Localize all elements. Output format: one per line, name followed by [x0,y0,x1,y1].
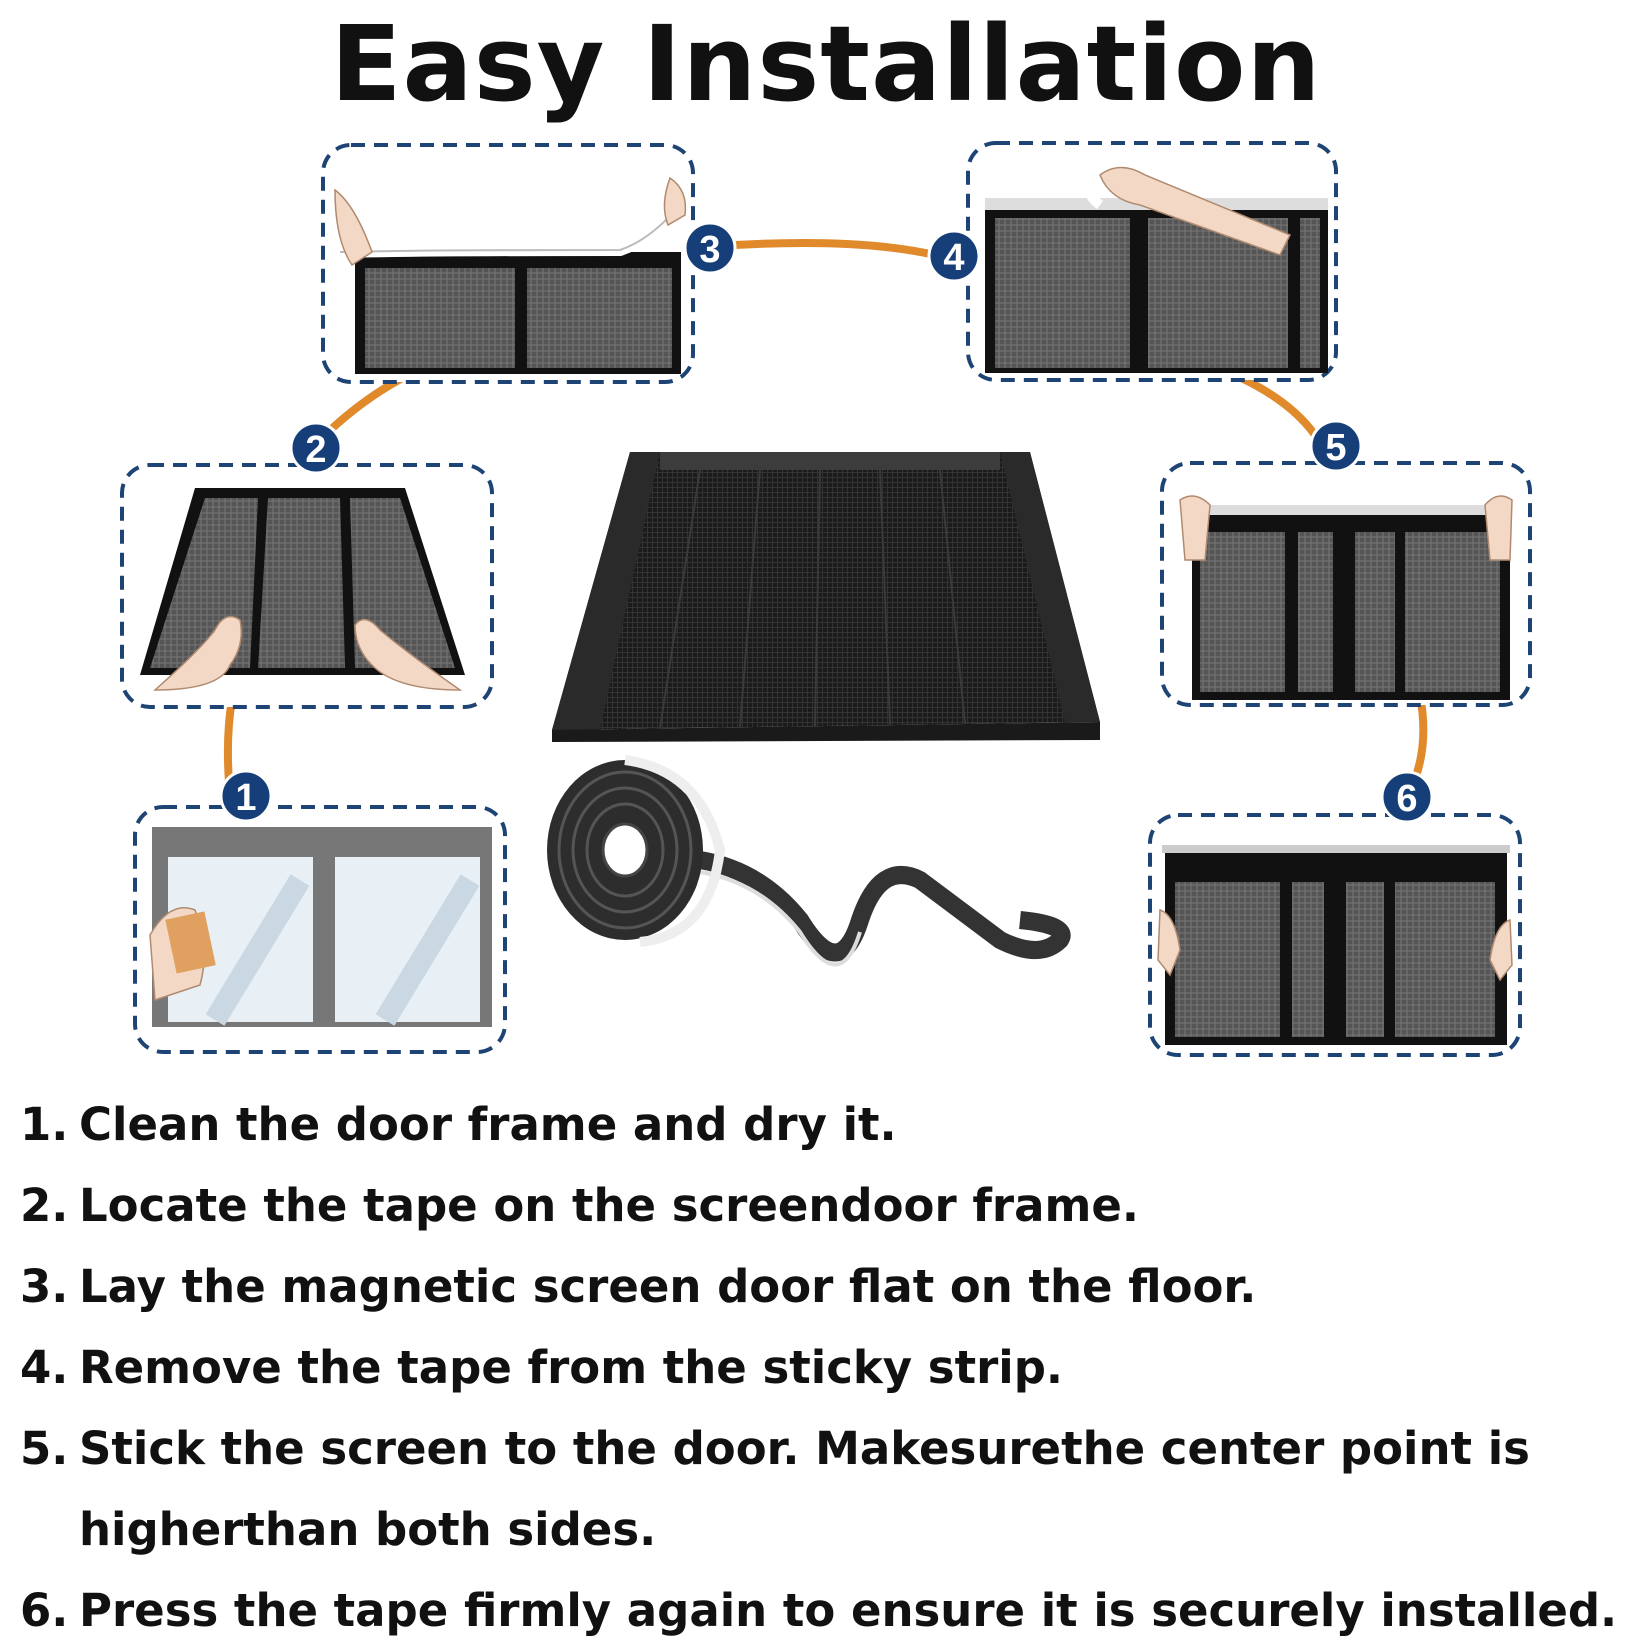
instruction-step-3: 3. Lay the magnetic screen door flat on … [20,1246,1619,1327]
panel-step-4 [966,141,1338,382]
step-badge-4: 4 [927,229,981,283]
step-number: 3. [20,1260,69,1313]
hand-icon [1179,495,1211,561]
step-badge-2: 2 [289,421,343,475]
arm-icon [1099,166,1292,256]
hand-icon [354,618,463,691]
step-number: 2. [20,1179,69,1232]
cloth-icon [165,911,216,974]
hand-icon [1489,918,1513,982]
badge-label: 6 [1396,778,1417,820]
step-text: Clean the door frame and dry it. [79,1098,897,1151]
panel-step-6 [1148,813,1522,1057]
step-badge-3: 3 [683,221,737,275]
instruction-step-4: 4. Remove the tape from the sticky strip… [20,1327,1619,1408]
hand-icon [334,188,373,267]
step-text: Stick the screen to the door. Makesureth… [79,1422,1530,1556]
badge-label: 4 [943,237,964,279]
panel-step-3 [321,143,695,384]
instruction-step-1: 1. Clean the door frame and dry it. [20,1084,1619,1165]
instruction-step-5: 5. Stick the screen to the door. Makesur… [20,1408,1619,1570]
hand-icon [1484,495,1513,561]
hand-icon [153,615,242,691]
tape-roll-product [547,755,1071,967]
step-number: 4. [20,1341,69,1394]
screen-door-product [552,452,1100,742]
step-text: Locate the tape on the screendoor frame. [79,1179,1139,1232]
connector-3-4 [731,238,939,259]
page-title: Easy Installation [330,3,1322,125]
badge-label: 3 [699,229,720,271]
step-text: Press the tape firmly again to ensure it… [79,1584,1618,1637]
hand-icon [663,176,687,227]
panel-step-1 [133,805,507,1054]
instruction-list: 1. Clean the door frame and dry it. 2. L… [20,1084,1619,1651]
step-text: Lay the magnetic screen door flat on the… [79,1260,1257,1313]
badge-label: 5 [1325,427,1346,469]
connector-4-5 [1231,371,1319,439]
badge-label: 2 [305,429,326,471]
step-number: 5. [20,1422,69,1475]
step-badge-1: 1 [219,769,273,823]
step-badge-5: 5 [1309,419,1363,473]
step-text: Remove the tape from the sticky strip. [79,1341,1064,1394]
step-number: 1. [20,1098,69,1151]
instruction-step-2: 2. Locate the tape on the screendoor fra… [20,1165,1619,1246]
instruction-step-6: 6. Press the tape firmly again to ensure… [20,1570,1619,1651]
badge-label: 1 [235,777,256,819]
panel-step-5 [1160,461,1532,707]
installation-diagram: 1 2 3 4 5 6 [120,141,1532,1057]
hand-icon [1157,908,1181,977]
step-badge-6: 6 [1380,770,1434,824]
panel-step-2 [120,463,494,709]
step-number: 6. [20,1584,69,1637]
